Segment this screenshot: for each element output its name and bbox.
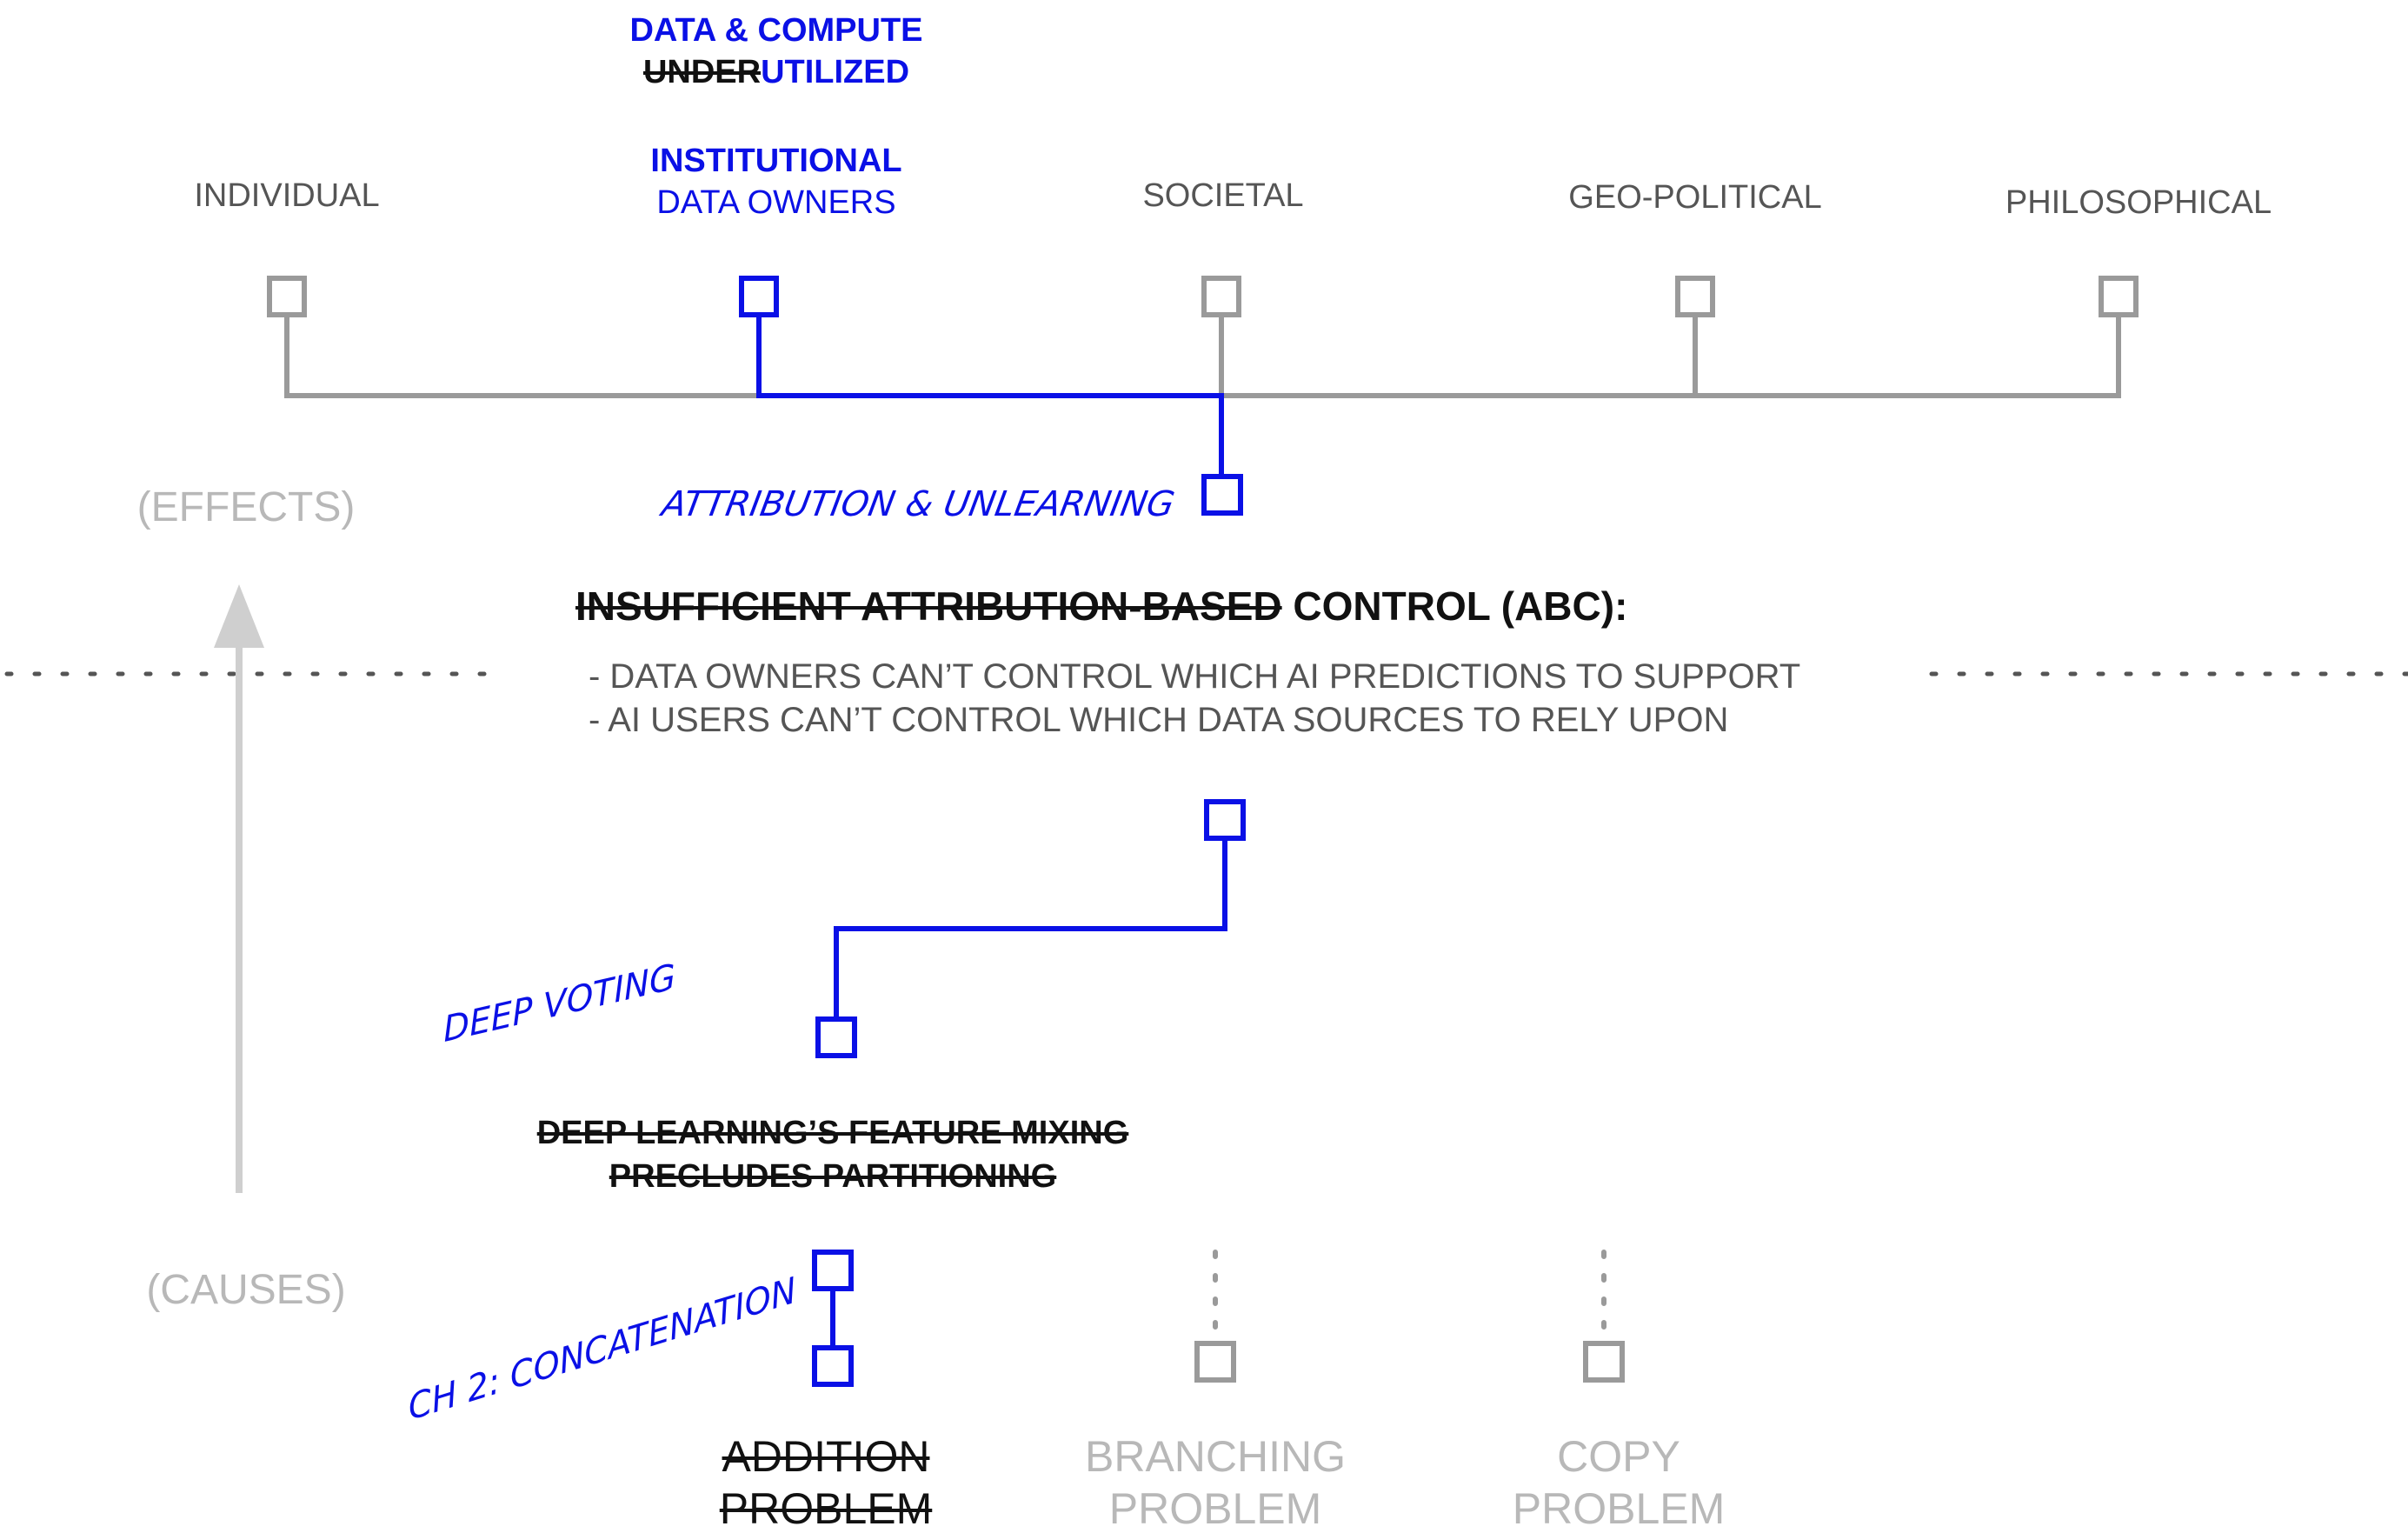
node-deep-voting <box>815 1016 857 1058</box>
geopolitical-label: GEO-POLITICAL <box>1568 179 1822 216</box>
node-institutional <box>739 276 779 317</box>
causes-to-effects-arrow-head <box>214 584 264 648</box>
effects-tree-blue-path <box>756 315 1224 477</box>
abc-bullet-2: - AI USERS CAN’T CONTROL WHICH DATA SOUR… <box>589 701 1729 739</box>
node-addition <box>812 1345 854 1387</box>
individual-label: INDIVIDUAL <box>194 177 380 214</box>
feature-mixing-line2: PRECLUDES PARTITIONING <box>609 1158 1057 1195</box>
addition-problem-line1: ADDITION <box>722 1432 930 1481</box>
institutional-label-line2: DATA OWNERS <box>656 184 896 221</box>
causes-axis-label: (CAUSES) <box>146 1267 346 1313</box>
societal-label: SOCIETAL <box>1142 177 1304 214</box>
branching-problem-line2: PROBLEM <box>1108 1484 1322 1533</box>
effects-axis-label: (EFFECTS) <box>136 484 356 530</box>
copy-problem-line2: PROBLEM <box>1512 1484 1726 1533</box>
abc-bullet-1: - DATA OWNERS CAN’T CONTROL WHICH AI PRE… <box>589 657 1801 696</box>
underutilized-rest: UTILIZED <box>761 54 910 90</box>
copy-problem-line1: COPY <box>1557 1432 1680 1481</box>
node-individual <box>267 276 307 317</box>
abc-title-rest: CONTROL (ABC): <box>1293 583 1628 629</box>
node-feature-mixing <box>812 1250 854 1291</box>
institutional-label-line1: INSTITUTIONAL <box>650 143 902 179</box>
addition-problem-line2: PROBLEM <box>719 1484 933 1533</box>
node-attribution-unlearning <box>1201 474 1243 516</box>
effects-tree-gray-lines <box>284 315 2121 398</box>
node-philosophical <box>2099 276 2139 317</box>
underutilized-struck-prefix: UNDER <box>642 54 762 90</box>
node-branching <box>1194 1341 1236 1383</box>
philosophical-label: PHILOSOPHICAL <box>2005 184 2272 221</box>
node-geopolitical <box>1675 276 1715 317</box>
branching-problem-line1: BRANCHING <box>1084 1432 1347 1481</box>
data-compute-header-line1: DATA & COMPUTE <box>629 12 923 49</box>
causes-tree-blue-path <box>834 837 1227 1019</box>
feature-mixing-line1: DEEP LEARNING’S FEATURE MIXING <box>536 1115 1129 1151</box>
abc-title-struck: INSUFFICIENT ATTRIBUTION-BASED <box>575 583 1282 629</box>
node-copy <box>1583 1341 1625 1383</box>
node-societal <box>1201 276 1241 317</box>
attribution-unlearning-annotation: ATTRIBUTION & UNLEARNING <box>658 484 1178 524</box>
data-compute-header-line2: UNDERUTILIZED <box>643 56 909 89</box>
abc-title: INSUFFICIENT ATTRIBUTION-BASED CONTROL (… <box>575 586 1627 626</box>
node-abc-lower <box>1204 799 1246 841</box>
